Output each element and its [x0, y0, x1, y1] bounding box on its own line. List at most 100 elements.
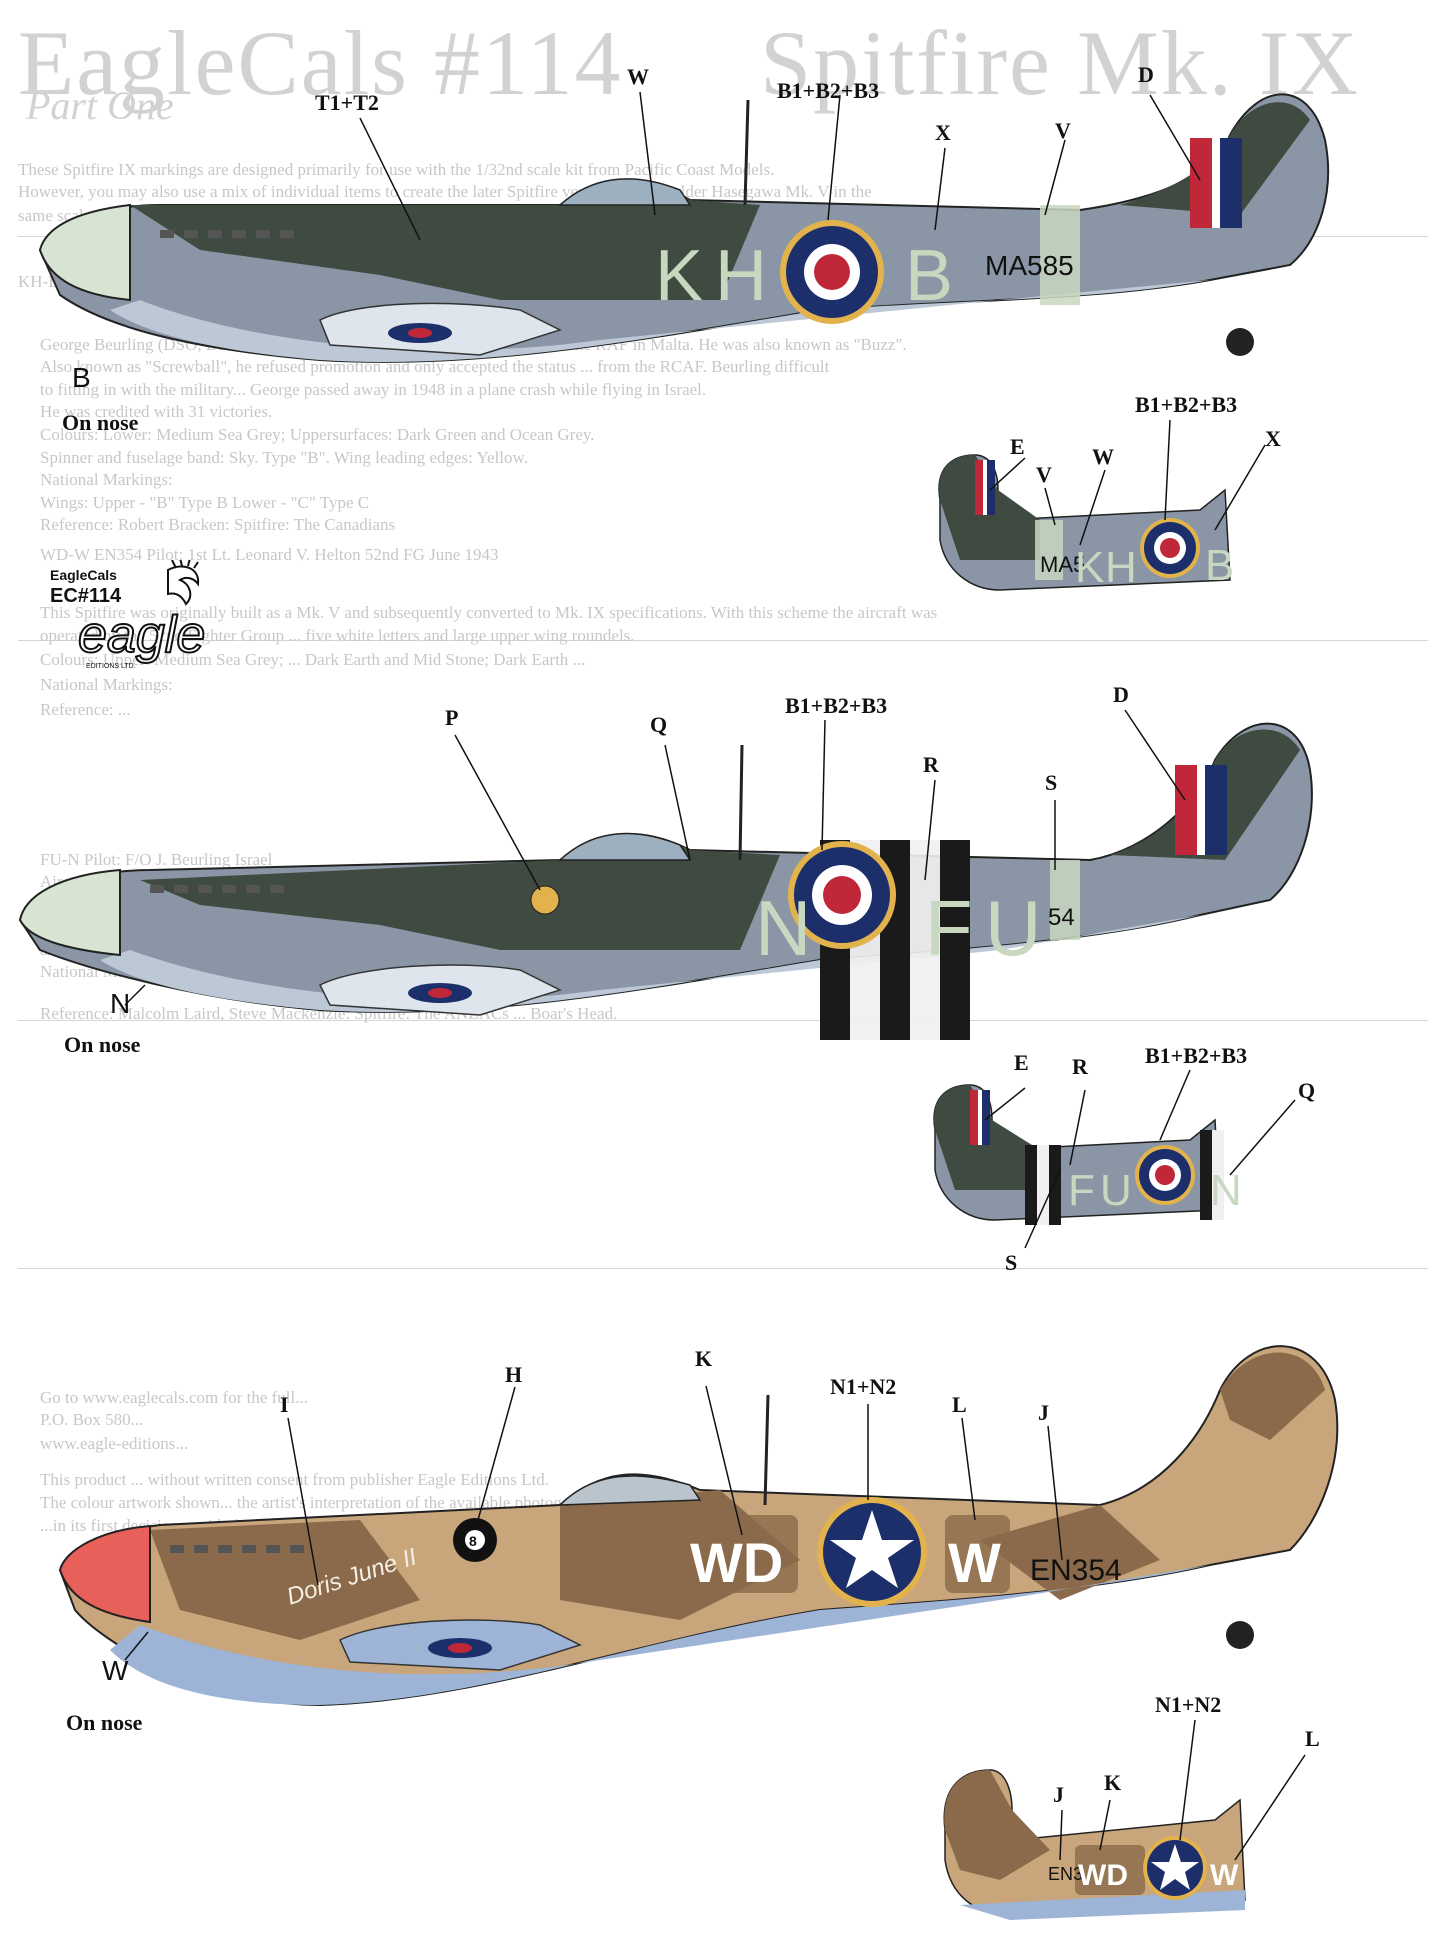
- serial-number: MA585: [985, 250, 1074, 281]
- logo-brand-big: eagle: [78, 606, 205, 664]
- exhaust-stubs: [150, 885, 284, 893]
- tail-sky-band: [1035, 520, 1063, 580]
- spinner: [58, 1524, 151, 1624]
- callout-t1t2: T1+T2: [315, 90, 379, 115]
- spinner: [38, 203, 131, 302]
- tail-code-2: W: [1210, 1859, 1239, 1892]
- tail-wheel: [1226, 1621, 1254, 1649]
- aerial-mast: [743, 99, 750, 206]
- logo-brand-small: EagleCals: [50, 567, 117, 583]
- tail-code-3: B: [1205, 541, 1234, 590]
- on-nose-label: On nose: [64, 1032, 141, 1057]
- aerial-mast: [763, 1394, 770, 1506]
- tail-callout-j: J: [1053, 1782, 1064, 1807]
- nose-art-emblem: [530, 885, 560, 915]
- callout-w: W: [627, 64, 649, 89]
- tail-callout-lines: [984, 1069, 1296, 1249]
- logo-sheet-no: EC#114: [50, 585, 122, 607]
- nose-code: W: [102, 1655, 129, 1686]
- tail-callout-q: Q: [1298, 1078, 1316, 1103]
- tail-callout-x: X: [1265, 426, 1281, 451]
- callout-l: L: [952, 1392, 967, 1417]
- fin-flash-red: [1190, 138, 1212, 228]
- spinner: [18, 868, 121, 957]
- camo-fin-earth: [1220, 1352, 1325, 1440]
- tail-serial: EN3: [1048, 1864, 1083, 1884]
- tail-code-2: H: [1105, 543, 1137, 592]
- callout-s: S: [1045, 770, 1058, 795]
- exhaust-stubs: [160, 230, 294, 238]
- fin-flash-white: [1212, 138, 1220, 228]
- tail-serial: MA5: [1040, 552, 1085, 577]
- callout-v: V: [1055, 118, 1071, 143]
- callout-b123: B1+B2+B3: [785, 693, 888, 718]
- eagle-feathers-icon: [171, 557, 199, 569]
- tail-wheel: [1226, 328, 1254, 356]
- callout-b123: B1+B2+B3: [777, 78, 880, 103]
- tail-code-1: F: [1068, 1166, 1095, 1215]
- code-letter-3: U: [985, 884, 1041, 972]
- fin-flash-white: [1197, 765, 1205, 855]
- aerial-mast: [738, 744, 744, 861]
- on-nose-label: On nose: [62, 410, 139, 435]
- tail-callout-v: V: [1036, 462, 1052, 487]
- tail-callout-n12: N1+N2: [1155, 1692, 1222, 1717]
- tail-invasion-stripes: [1025, 1130, 1224, 1225]
- fin-flash-red: [1175, 765, 1197, 855]
- code-letter-2: W: [948, 1531, 1001, 1594]
- eight-ball-number: 8: [469, 1533, 477, 1549]
- callout-d: D: [1113, 682, 1129, 707]
- star-icon: [830, 1510, 914, 1588]
- camo-dark-earth: [980, 1505, 1160, 1600]
- code-letter-2: F: [925, 884, 973, 972]
- tail-callout-e: E: [1014, 1050, 1029, 1075]
- code-letter-1: K: [655, 236, 703, 316]
- tail-callout-r: R: [1072, 1054, 1088, 1079]
- serial-number: 54: [1048, 904, 1075, 931]
- tail-callout-b123: B1+B2+B3: [1145, 1043, 1248, 1068]
- tail-code-2: U: [1100, 1166, 1132, 1215]
- fin-flash-blue: [1220, 138, 1242, 228]
- callout-lines: [359, 91, 1201, 241]
- tail-code-1: WD: [1078, 1859, 1128, 1892]
- tail-callout-lines: [989, 419, 1266, 546]
- tail-callout-s: S: [1005, 1250, 1018, 1275]
- eaglecals-logo: EagleCals EC#114 eagle EDITIONS LTD.: [48, 557, 218, 680]
- code-letter-2: H: [715, 236, 767, 316]
- tail-code-1: K: [1075, 543, 1104, 592]
- callout-k: K: [695, 1346, 713, 1371]
- nose-code: N: [110, 988, 131, 1019]
- code-letter-3: B: [905, 236, 953, 316]
- star-icon: [1151, 1844, 1199, 1890]
- callout-lines: [124, 709, 1186, 1006]
- tail-callout-l: L: [1305, 1726, 1320, 1751]
- code-letter-1: N: [755, 884, 811, 972]
- callout-j: J: [1038, 1400, 1049, 1425]
- sky-band: [1040, 205, 1080, 305]
- tail-callout-lines: [1059, 1719, 1306, 1861]
- tail-callout-e: E: [1010, 434, 1025, 459]
- tail-callout-b123: B1+B2+B3: [1135, 392, 1238, 417]
- on-nose-label: On nose: [66, 1710, 143, 1735]
- fin-flash-blue: [1205, 765, 1227, 855]
- camo-dark-green: [130, 179, 760, 300]
- camo-dark-green: [140, 833, 780, 950]
- callout-p: P: [445, 705, 459, 730]
- callout-lines: [124, 1385, 1063, 1661]
- tail-code-patch: [1075, 1845, 1145, 1895]
- callout-d: D: [1138, 62, 1154, 87]
- callout-q: Q: [650, 712, 668, 737]
- eagle-logo-icon: EagleCals EC#114 eagle EDITIONS LTD.: [50, 557, 206, 670]
- underside-azure: [110, 1565, 1210, 1705]
- nose-code: B: [72, 362, 91, 393]
- tail-code-3: N: [1210, 1166, 1242, 1215]
- callout-x: X: [935, 120, 951, 145]
- eagle-head-icon: [167, 565, 200, 606]
- tail-camo: [944, 1770, 1050, 1880]
